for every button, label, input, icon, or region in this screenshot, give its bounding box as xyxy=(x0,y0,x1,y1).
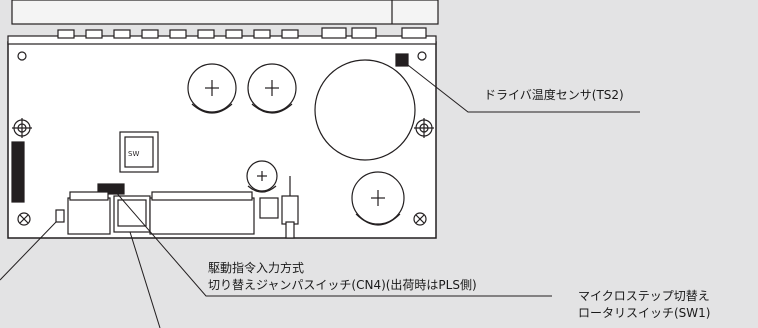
corner-hole-tr xyxy=(417,51,427,61)
screw-bottom-left xyxy=(17,212,31,226)
capacitor-3 xyxy=(351,171,405,226)
sw1-label-line2: ロータリスイッチ(SW1) xyxy=(578,306,711,320)
leader-sw1 xyxy=(129,231,161,328)
screw-bottom-right xyxy=(413,212,427,226)
cn4-label-line2: 切り替えジャンパスイッチ(CN4)(出荷時はPLS側) xyxy=(208,278,477,292)
sw-chip xyxy=(119,131,159,173)
leader-jumper xyxy=(0,221,57,281)
connector-right xyxy=(259,176,299,239)
capacitor-2 xyxy=(247,63,297,114)
mount-hole-left xyxy=(12,118,32,138)
cn4-jumper xyxy=(97,183,125,195)
capacitor-1 xyxy=(187,63,237,114)
board-top-strip xyxy=(7,35,437,45)
capacitor-small xyxy=(246,160,278,193)
sw1-label-line1: マイクロステップ切替え xyxy=(578,289,710,303)
mount-hole-right xyxy=(414,118,434,138)
left-edge-connector xyxy=(11,141,25,203)
chassis-top xyxy=(11,0,439,25)
leader-cn4 xyxy=(113,189,552,297)
sw-chip-label: SW xyxy=(128,150,139,158)
corner-hole-tl xyxy=(17,51,27,61)
top-connector-tabs xyxy=(57,27,427,39)
cn4-label-line1: 駆動指令入力方式 xyxy=(208,261,305,275)
sw1-rotary-switch xyxy=(113,195,151,233)
leader-ts2 xyxy=(403,61,640,113)
small-jumper xyxy=(55,209,65,223)
driver-temp-sensor-label: ドライバ温度センサ(TS2) xyxy=(484,88,624,102)
connector-middle xyxy=(149,191,255,235)
capacitor-large xyxy=(314,59,416,161)
connector-left xyxy=(67,191,111,235)
